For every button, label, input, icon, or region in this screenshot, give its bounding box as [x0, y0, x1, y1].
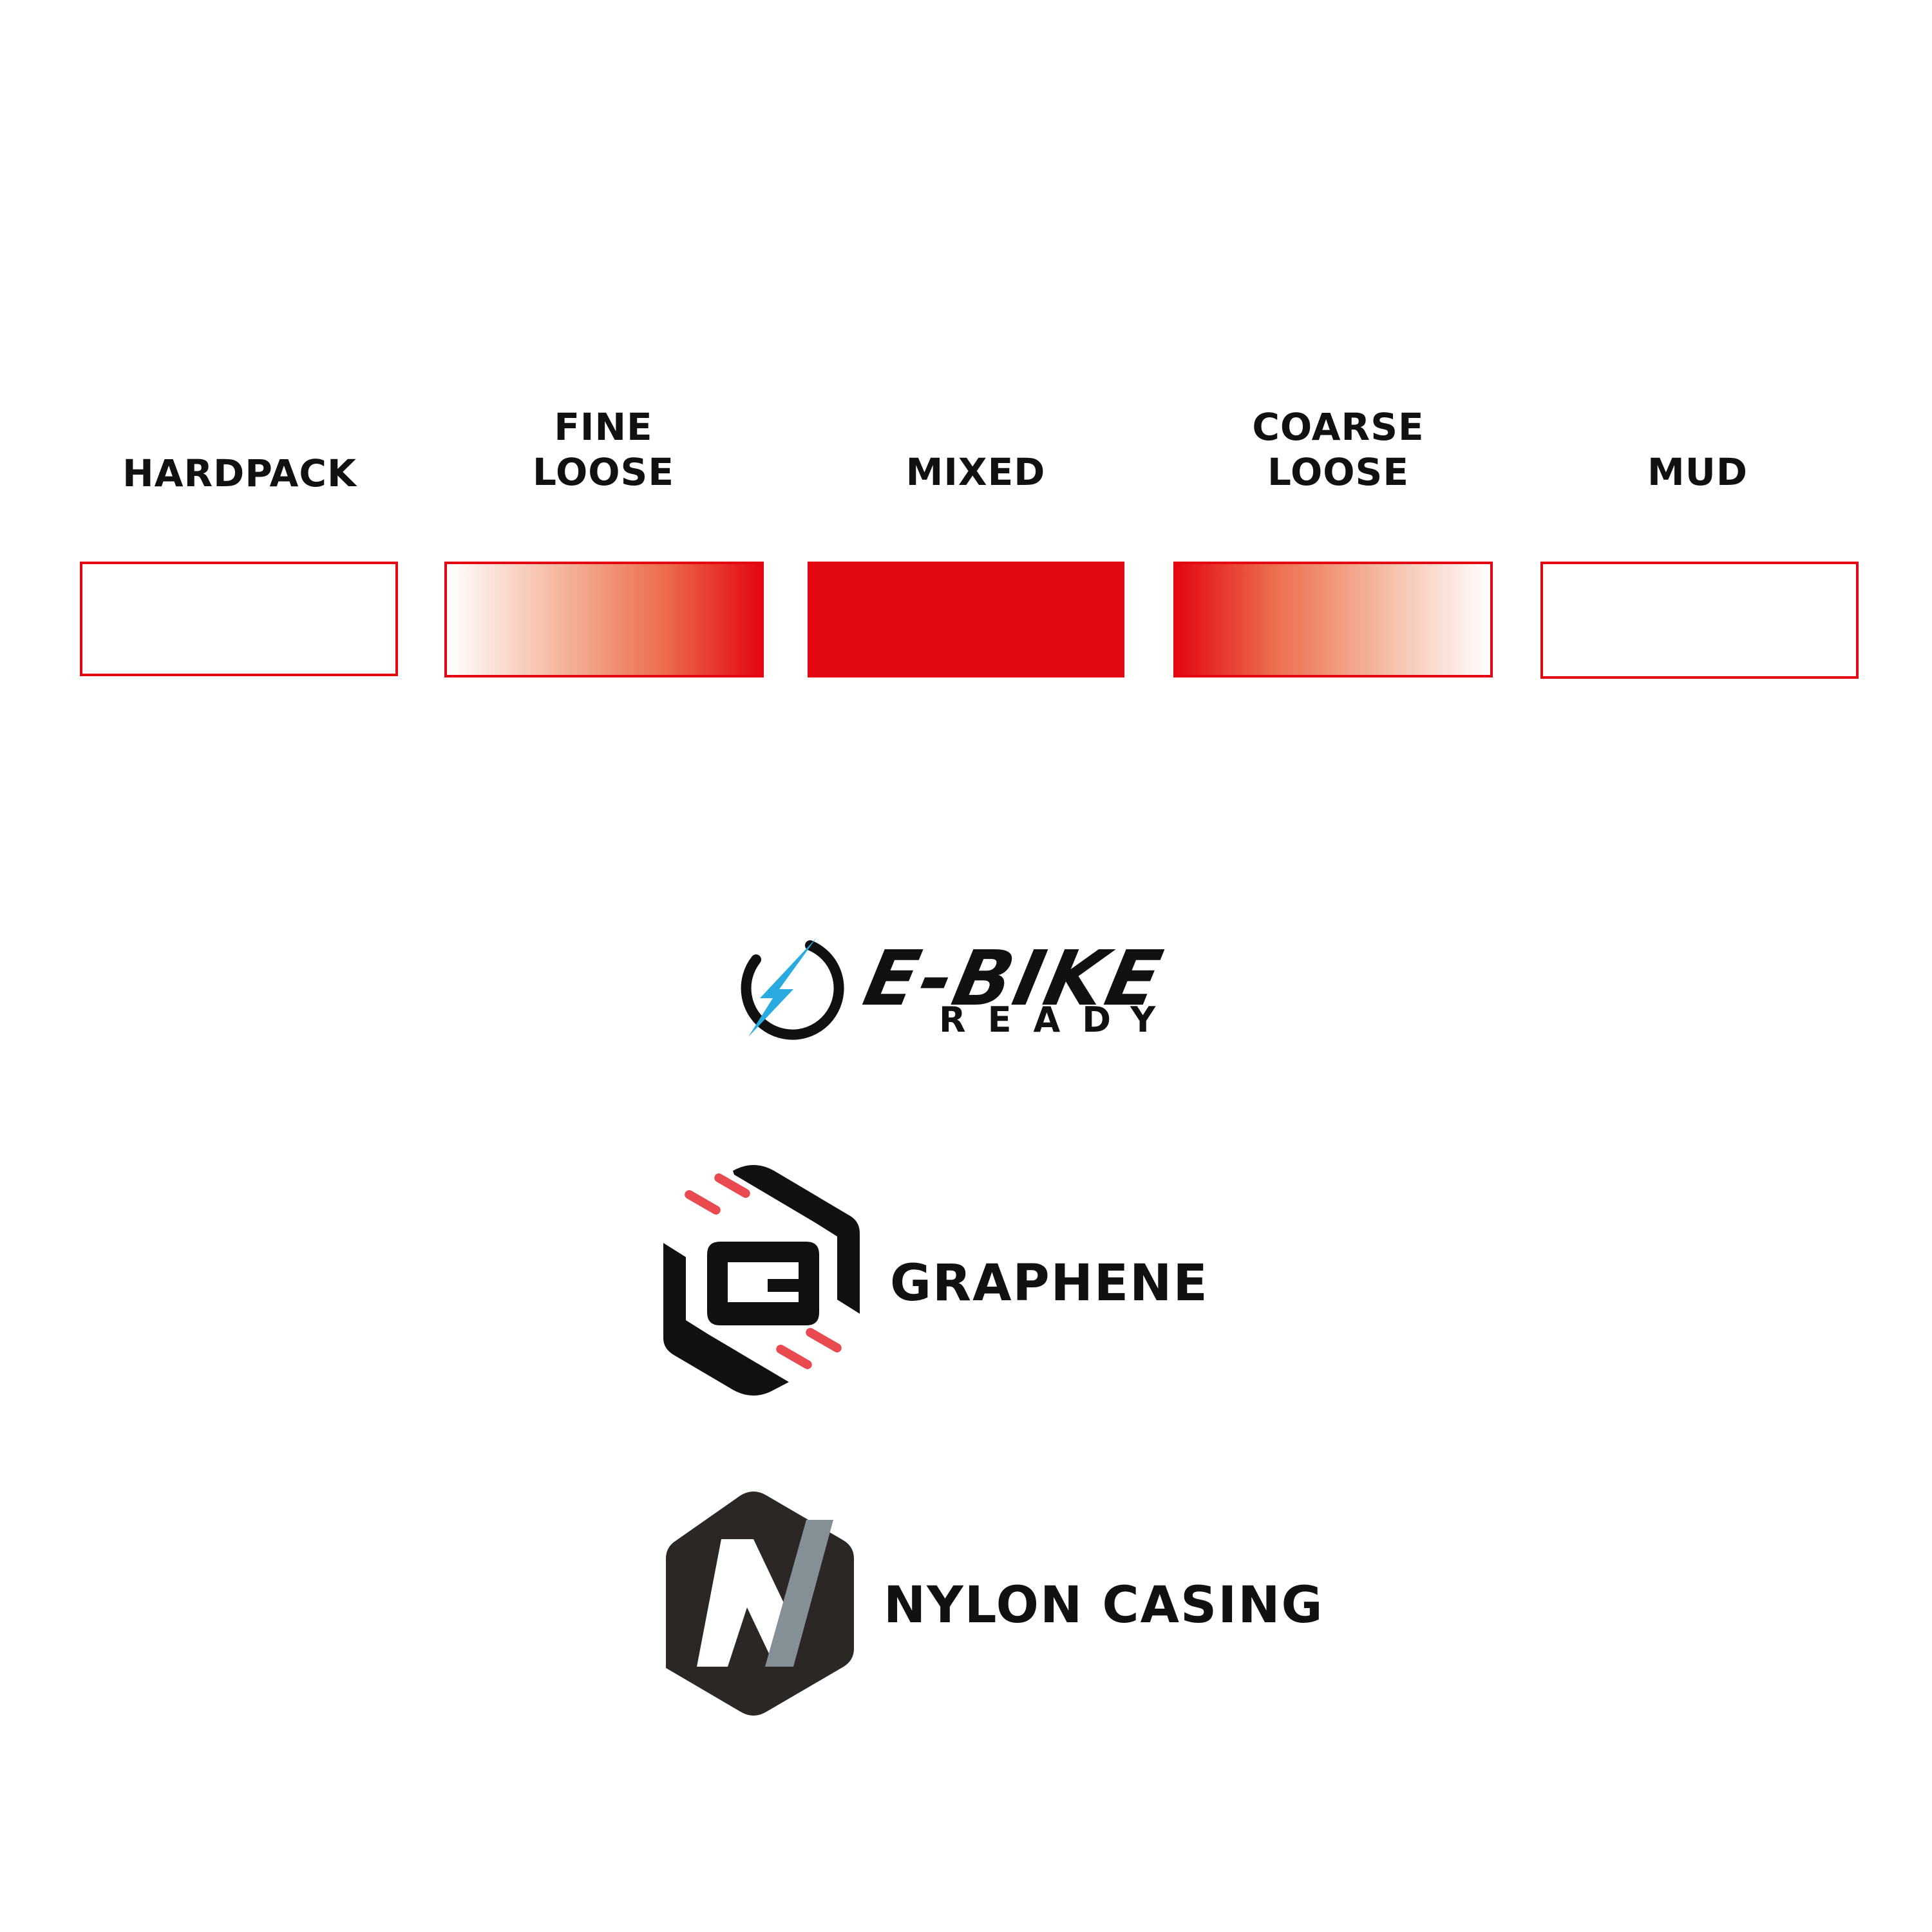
ebike-subtitle: READY — [939, 999, 1178, 1040]
graphene-g-hexagon-icon — [663, 1165, 860, 1396]
terrain-label-line: HARDPACK — [122, 451, 357, 495]
nylon-n-hexagon-icon — [666, 1492, 854, 1716]
nylon-casing-label: NYLON CASING — [884, 1577, 1324, 1634]
terrain-label-line: LOOSE — [1267, 450, 1409, 494]
terrain-label-line: COARSE — [1252, 405, 1425, 449]
terrain-label-hardpack: HARDPACK — [72, 451, 407, 496]
terrain-rating-mud — [1540, 562, 1859, 679]
nylon-casing-badge: NYLON CASING — [657, 1488, 1323, 1726]
terrain-label-mixed: MIXED — [808, 450, 1143, 495]
ebike-ready-badge: E-BIKE READY — [734, 927, 1224, 1043]
terrain-rating-hardpack — [80, 562, 398, 676]
terrain-rating-mixed — [808, 562, 1124, 677]
lightning-bolt-icon — [741, 938, 844, 1040]
terrain-label-line: LOOSE — [533, 450, 674, 494]
terrain-label-fine-loose: FINE LOOSE — [436, 404, 771, 495]
terrain-rating-coarse-loose — [1173, 562, 1493, 677]
terrain-label-coarse-loose: COARSE LOOSE — [1171, 404, 1506, 495]
terrain-label-line: MIXED — [905, 450, 1046, 494]
terrain-label-line: FINE — [554, 405, 653, 449]
terrain-label-line: MUD — [1647, 450, 1748, 494]
terrain-rating-fine-loose — [444, 562, 764, 677]
terrain-label-mud: MUD — [1530, 450, 1865, 495]
graphene-badge: GRAPHENE — [657, 1159, 1224, 1397]
graphene-label: GRAPHENE — [890, 1255, 1209, 1312]
